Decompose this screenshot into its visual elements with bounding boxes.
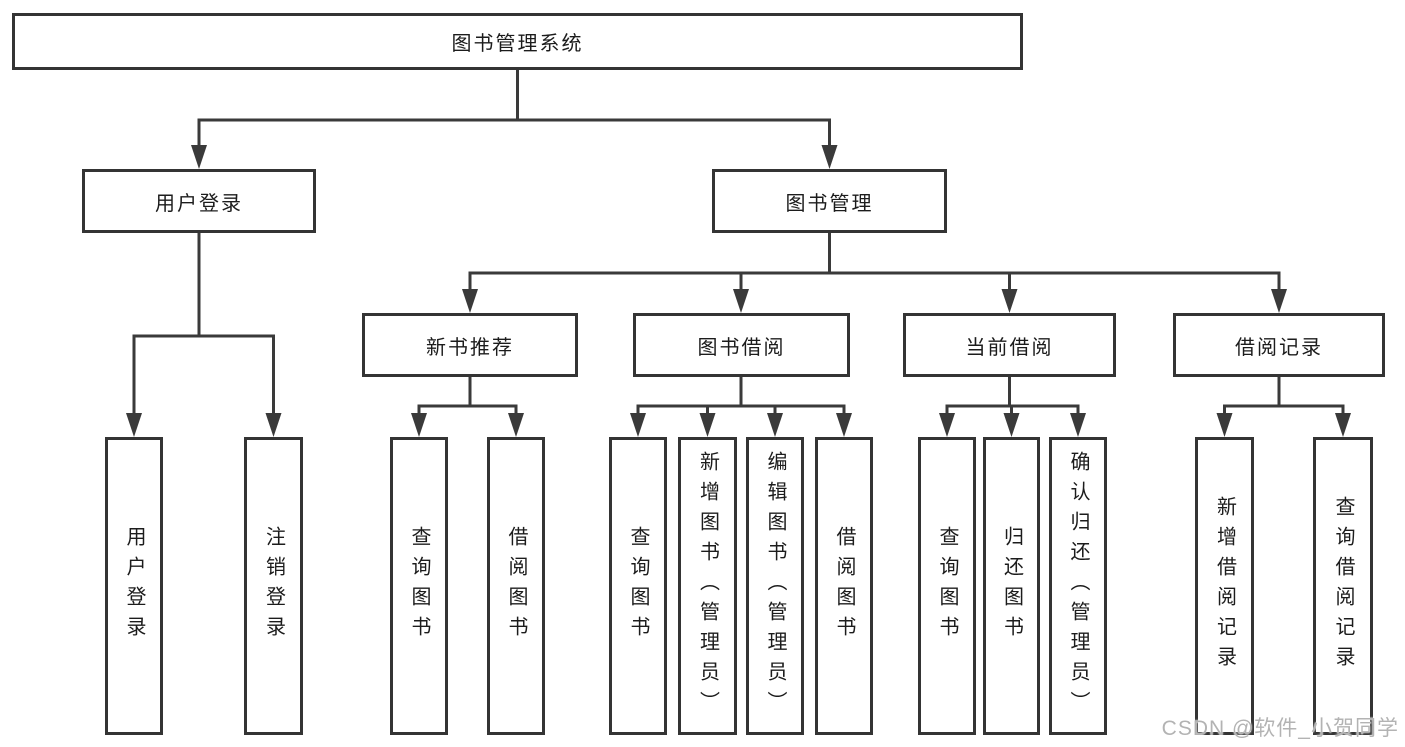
leaf-borrow-books-recommend: 借阅图书 [487, 437, 545, 735]
leaf-query-books-current: 查询图书 [918, 437, 976, 735]
node-label: 查询图书 [936, 526, 958, 646]
node-new-book-recommendation: 新书推荐 [362, 313, 578, 377]
node-label: 新增借阅记录 [1213, 496, 1236, 676]
node-label: 归还图书 [1000, 526, 1023, 646]
node-label: 当前借阅 [965, 336, 1054, 359]
node-borrowing-records: 借阅记录 [1173, 313, 1385, 377]
node-label: 图书管理 [785, 192, 874, 215]
node-current-borrowing: 当前借阅 [903, 313, 1116, 377]
leaf-add-borrow-record: 新增借阅记录 [1195, 437, 1254, 735]
node-label: 注销登录 [262, 526, 285, 646]
leaf-add-books-admin: 新增图书（管理员） [678, 437, 737, 735]
node-label: 编辑图书（管理员） [764, 451, 786, 721]
node-label: 查询图书 [408, 526, 430, 646]
leaf-query-books-borrowing: 查询图书 [609, 437, 667, 735]
leaf-edit-books-admin: 编辑图书（管理员） [746, 437, 804, 735]
node-label: 借阅图书 [833, 526, 855, 646]
arrowheads [126, 145, 1351, 437]
node-book-borrowing: 图书借阅 [633, 313, 850, 377]
node-book-management: 图书管理 [712, 169, 947, 233]
node-label: 用户登录 [155, 192, 243, 215]
node-label: 查询借阅记录 [1332, 496, 1354, 676]
leaf-query-books-recommend: 查询图书 [390, 437, 448, 735]
node-label: 确认归还（管理员） [1067, 451, 1089, 721]
node-library-management-system: 图书管理系统 [12, 13, 1023, 70]
node-label: 用户登录 [123, 526, 145, 646]
csdn-watermark: CSDN @软件_小贺同学 [1161, 717, 1399, 740]
leaf-logout: 注销登录 [244, 437, 303, 735]
leaf-query-borrow-record: 查询借阅记录 [1313, 437, 1373, 735]
node-user-login: 用户登录 [82, 169, 316, 233]
leaf-confirm-return-admin: 确认归还（管理员） [1049, 437, 1107, 735]
node-label: 借阅记录 [1235, 336, 1323, 359]
node-label: 借阅图书 [505, 526, 527, 646]
node-label: 新书推荐 [426, 336, 514, 359]
node-label: 图书管理系统 [451, 33, 584, 55]
node-label: 图书借阅 [697, 336, 786, 359]
node-label: 查询图书 [627, 526, 649, 646]
leaf-borrow-books-borrowing: 借阅图书 [815, 437, 873, 735]
leaf-user-login: 用户登录 [105, 437, 163, 735]
node-label: 新增图书（管理员） [696, 451, 719, 721]
leaf-return-books: 归还图书 [983, 437, 1040, 735]
